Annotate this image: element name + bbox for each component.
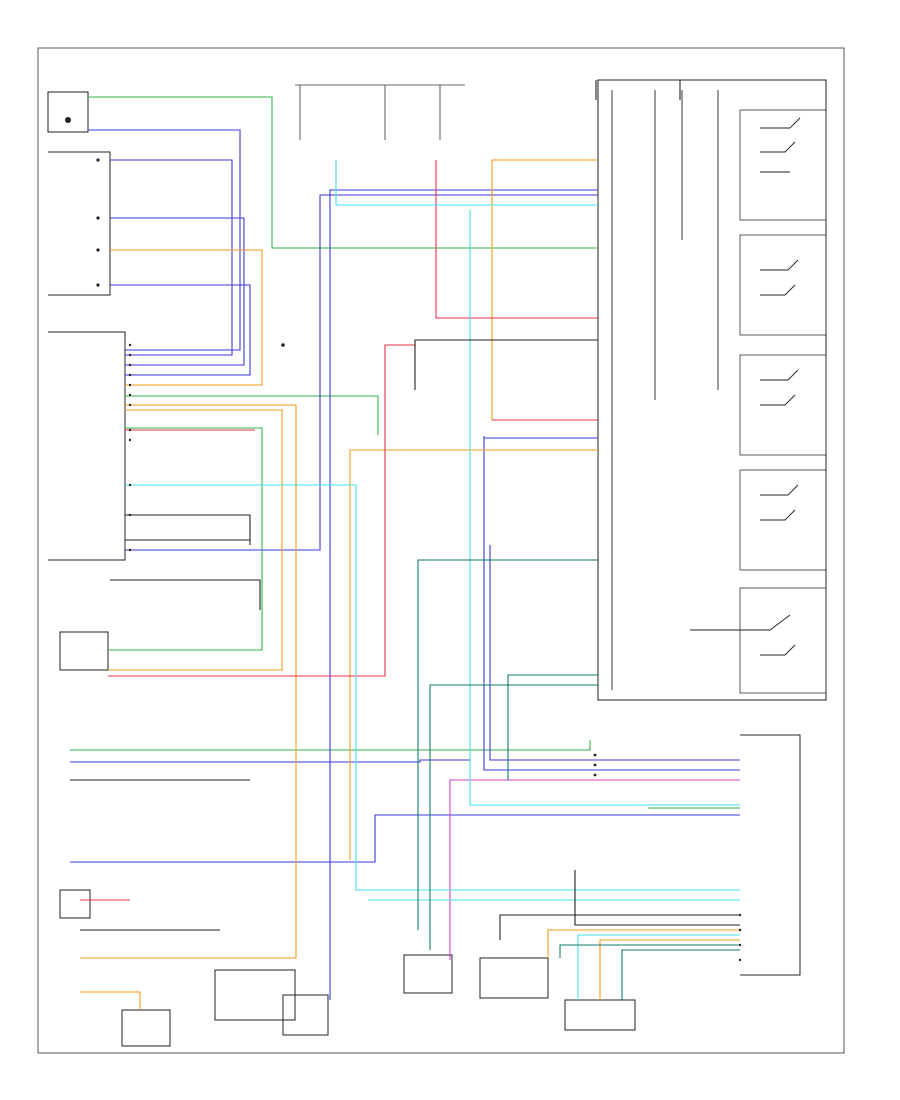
relay-3	[739, 354, 827, 456]
wire-orange-4	[491, 159, 598, 420]
wire-green-4	[70, 740, 591, 751]
ambient-temp-sensor-box	[564, 999, 636, 1031]
fuse-block-outline	[48, 151, 111, 296]
top-left-sensor-icon	[65, 117, 71, 123]
wires	[70, 80, 740, 1010]
wire-green-2	[125, 395, 379, 435]
wire-black-7	[574, 870, 740, 926]
blower-motor-control-outline	[48, 331, 126, 561]
relay-vertical-bus-1	[611, 90, 719, 690]
wire-green-3	[108, 427, 263, 651]
wire-black-9	[595, 80, 681, 100]
wire-teal-2	[429, 684, 598, 950]
wire-blue-10	[489, 545, 740, 761]
wire-blue-1	[88, 129, 241, 351]
wire-black-3	[414, 339, 598, 390]
relay-2-contact-a	[760, 259, 799, 296]
hvac-module-outline	[740, 734, 801, 976]
relay-4-contact-a	[760, 484, 799, 521]
ac-pressure-switch-box	[59, 631, 109, 671]
wire-teal-5	[621, 949, 740, 1000]
relay-5	[739, 587, 827, 694]
relay-3-contact-a	[760, 369, 799, 406]
relay-2	[739, 234, 827, 336]
ac-clutch-box	[121, 1009, 171, 1047]
mode-door-actuator-box	[403, 954, 453, 994]
wire-magenta-1	[449, 779, 740, 960]
wire-blue-7	[70, 759, 470, 763]
relay-contacts	[611, 90, 801, 690]
recirc-actuator-box	[282, 994, 329, 1036]
wire-blue-2	[110, 159, 233, 356]
relay-1	[739, 109, 827, 221]
wire-cyan-2	[125, 484, 740, 891]
wire-orange-1	[110, 249, 263, 386]
relay-block-outline	[597, 79, 827, 701]
relay-5-contact-a	[690, 614, 796, 656]
wire-orange-7	[547, 929, 740, 958]
wire-black-4	[110, 579, 261, 610]
wire-orange-9	[80, 991, 141, 1010]
wire-teal-1	[417, 559, 598, 930]
wire-orange-2	[80, 404, 297, 959]
wire-cyan-3	[469, 210, 740, 806]
wire-blue-8	[70, 814, 740, 863]
diagram-border	[37, 47, 845, 1054]
wire-black-1	[125, 514, 251, 545]
sensor-left-bottom	[59, 889, 91, 919]
wire-blue-6	[329, 189, 598, 1000]
connector-dots	[96, 158, 742, 962]
wire-orange-8	[599, 939, 740, 1000]
wire-orange-3	[108, 409, 283, 671]
wire-teal-4	[559, 944, 740, 958]
wire-teal-3	[507, 674, 598, 780]
wire-blue-9	[483, 436, 740, 771]
wire-cyan-5	[577, 934, 740, 1000]
wire-cyan-1	[335, 160, 598, 206]
component-outlines	[47, 79, 827, 1047]
wire-black-8	[499, 914, 740, 940]
wire-green-1	[88, 96, 598, 249]
relay-4	[739, 469, 827, 571]
blend-door-actuator-box	[479, 957, 549, 999]
wire-red-4	[108, 344, 415, 677]
wire-blue-3	[110, 217, 245, 366]
wire-blue-4	[110, 284, 251, 376]
wire-blue-5	[125, 194, 598, 551]
wire-red-1	[435, 160, 598, 319]
relay-1-contact-a	[760, 117, 801, 173]
top-fuses	[295, 84, 465, 140]
top-left-sensor-box	[47, 91, 89, 133]
